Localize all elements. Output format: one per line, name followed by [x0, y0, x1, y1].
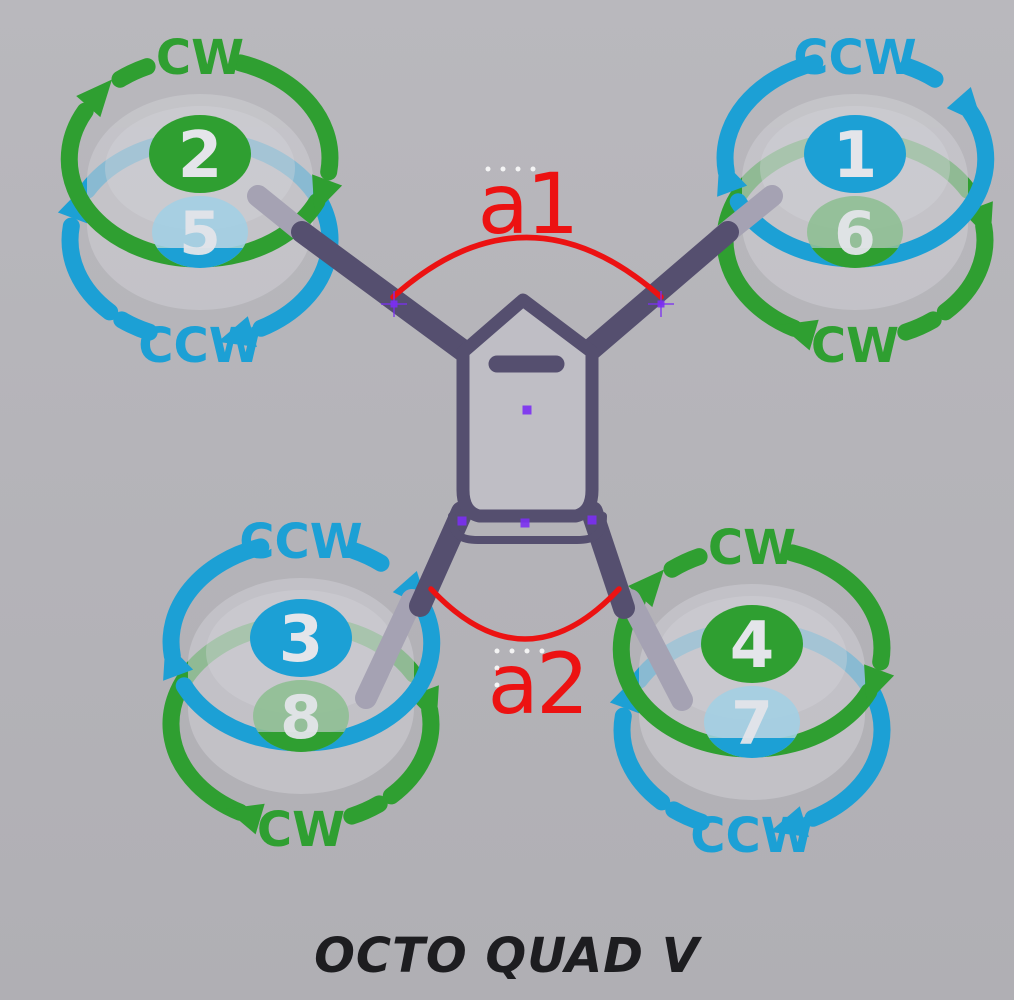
bottom-motor-hub-rim	[709, 738, 795, 758]
rotation-arrowhead	[392, 571, 429, 609]
bottom-motor-hub-rim	[258, 732, 344, 752]
rotor-front-right: 6 1 CCW CW	[700, 28, 1010, 380]
selection-handle-dots	[485, 166, 545, 688]
motor-number-top: 1	[833, 119, 878, 193]
angle-arc-a1	[390, 234, 664, 300]
motor-number-top: 3	[279, 603, 324, 677]
bottom-motor-hub-rim	[812, 248, 898, 268]
rotation-arrowhead	[217, 316, 257, 347]
motor-number-bottom: 6	[834, 199, 876, 269]
motor-number-bottom: 5	[179, 199, 221, 269]
rotor-rear-right: 7 4 CW CCW	[597, 518, 907, 870]
rotation-label-top: CCW	[793, 30, 916, 86]
rotation-label-bottom: CW	[811, 318, 899, 374]
rotation-arrowhead	[163, 641, 194, 681]
rotor-rear-left: 8 3 CCW CW	[146, 512, 456, 864]
fuselage-body	[456, 293, 599, 523]
rotation-arrowhead	[76, 79, 112, 118]
top-motor-hub	[701, 605, 803, 683]
rotation-arrowhead	[769, 806, 809, 837]
rotor-graphic-front-left: 5 2 CW CCW	[57, 30, 343, 374]
vertex-crosshair-right	[648, 291, 674, 317]
diagram-title: OCTO QUAD V	[314, 928, 700, 984]
fuselage-tail-skid	[448, 510, 607, 544]
top-motor-hub	[149, 115, 251, 193]
rotation-label-top: CW	[708, 520, 796, 576]
rotation-label-top: CCW	[239, 514, 362, 570]
bottom-motor-hub-rim	[157, 248, 243, 268]
rotation-arrowhead	[225, 803, 265, 835]
angle-arc-a2	[428, 586, 622, 642]
vertex-markers	[457, 405, 597, 528]
rotor-graphic-rear-left: 8 3 CCW CW	[162, 514, 441, 858]
rotor-graphic-rear-right: 7 4 CW CCW	[609, 520, 895, 864]
motor-number-top: 2	[178, 119, 223, 193]
rotor-front-left: 5 2 CW CCW	[45, 28, 355, 380]
top-motor-hub	[250, 599, 352, 677]
motor-number-top: 4	[730, 609, 775, 683]
angle-label-a1: a1	[478, 155, 577, 253]
rotation-label-bottom: CCW	[690, 808, 813, 864]
rotation-label-top: CW	[156, 30, 244, 86]
motor-number-bottom: 7	[731, 689, 773, 759]
rotor-graphic-front-right: 6 1 CCW CW	[716, 30, 995, 374]
rotation-label-bottom: CW	[257, 802, 345, 858]
motor-number-bottom: 8	[280, 683, 322, 753]
rotation-arrowhead	[946, 87, 983, 125]
top-motor-hub	[804, 115, 906, 193]
vertex-crosshair-left	[381, 291, 407, 317]
rotation-arrowhead	[779, 319, 819, 351]
angle-label-a2: a2	[488, 635, 587, 733]
rotation-label-bottom: CCW	[138, 318, 261, 374]
rotation-arrowhead	[864, 664, 895, 704]
